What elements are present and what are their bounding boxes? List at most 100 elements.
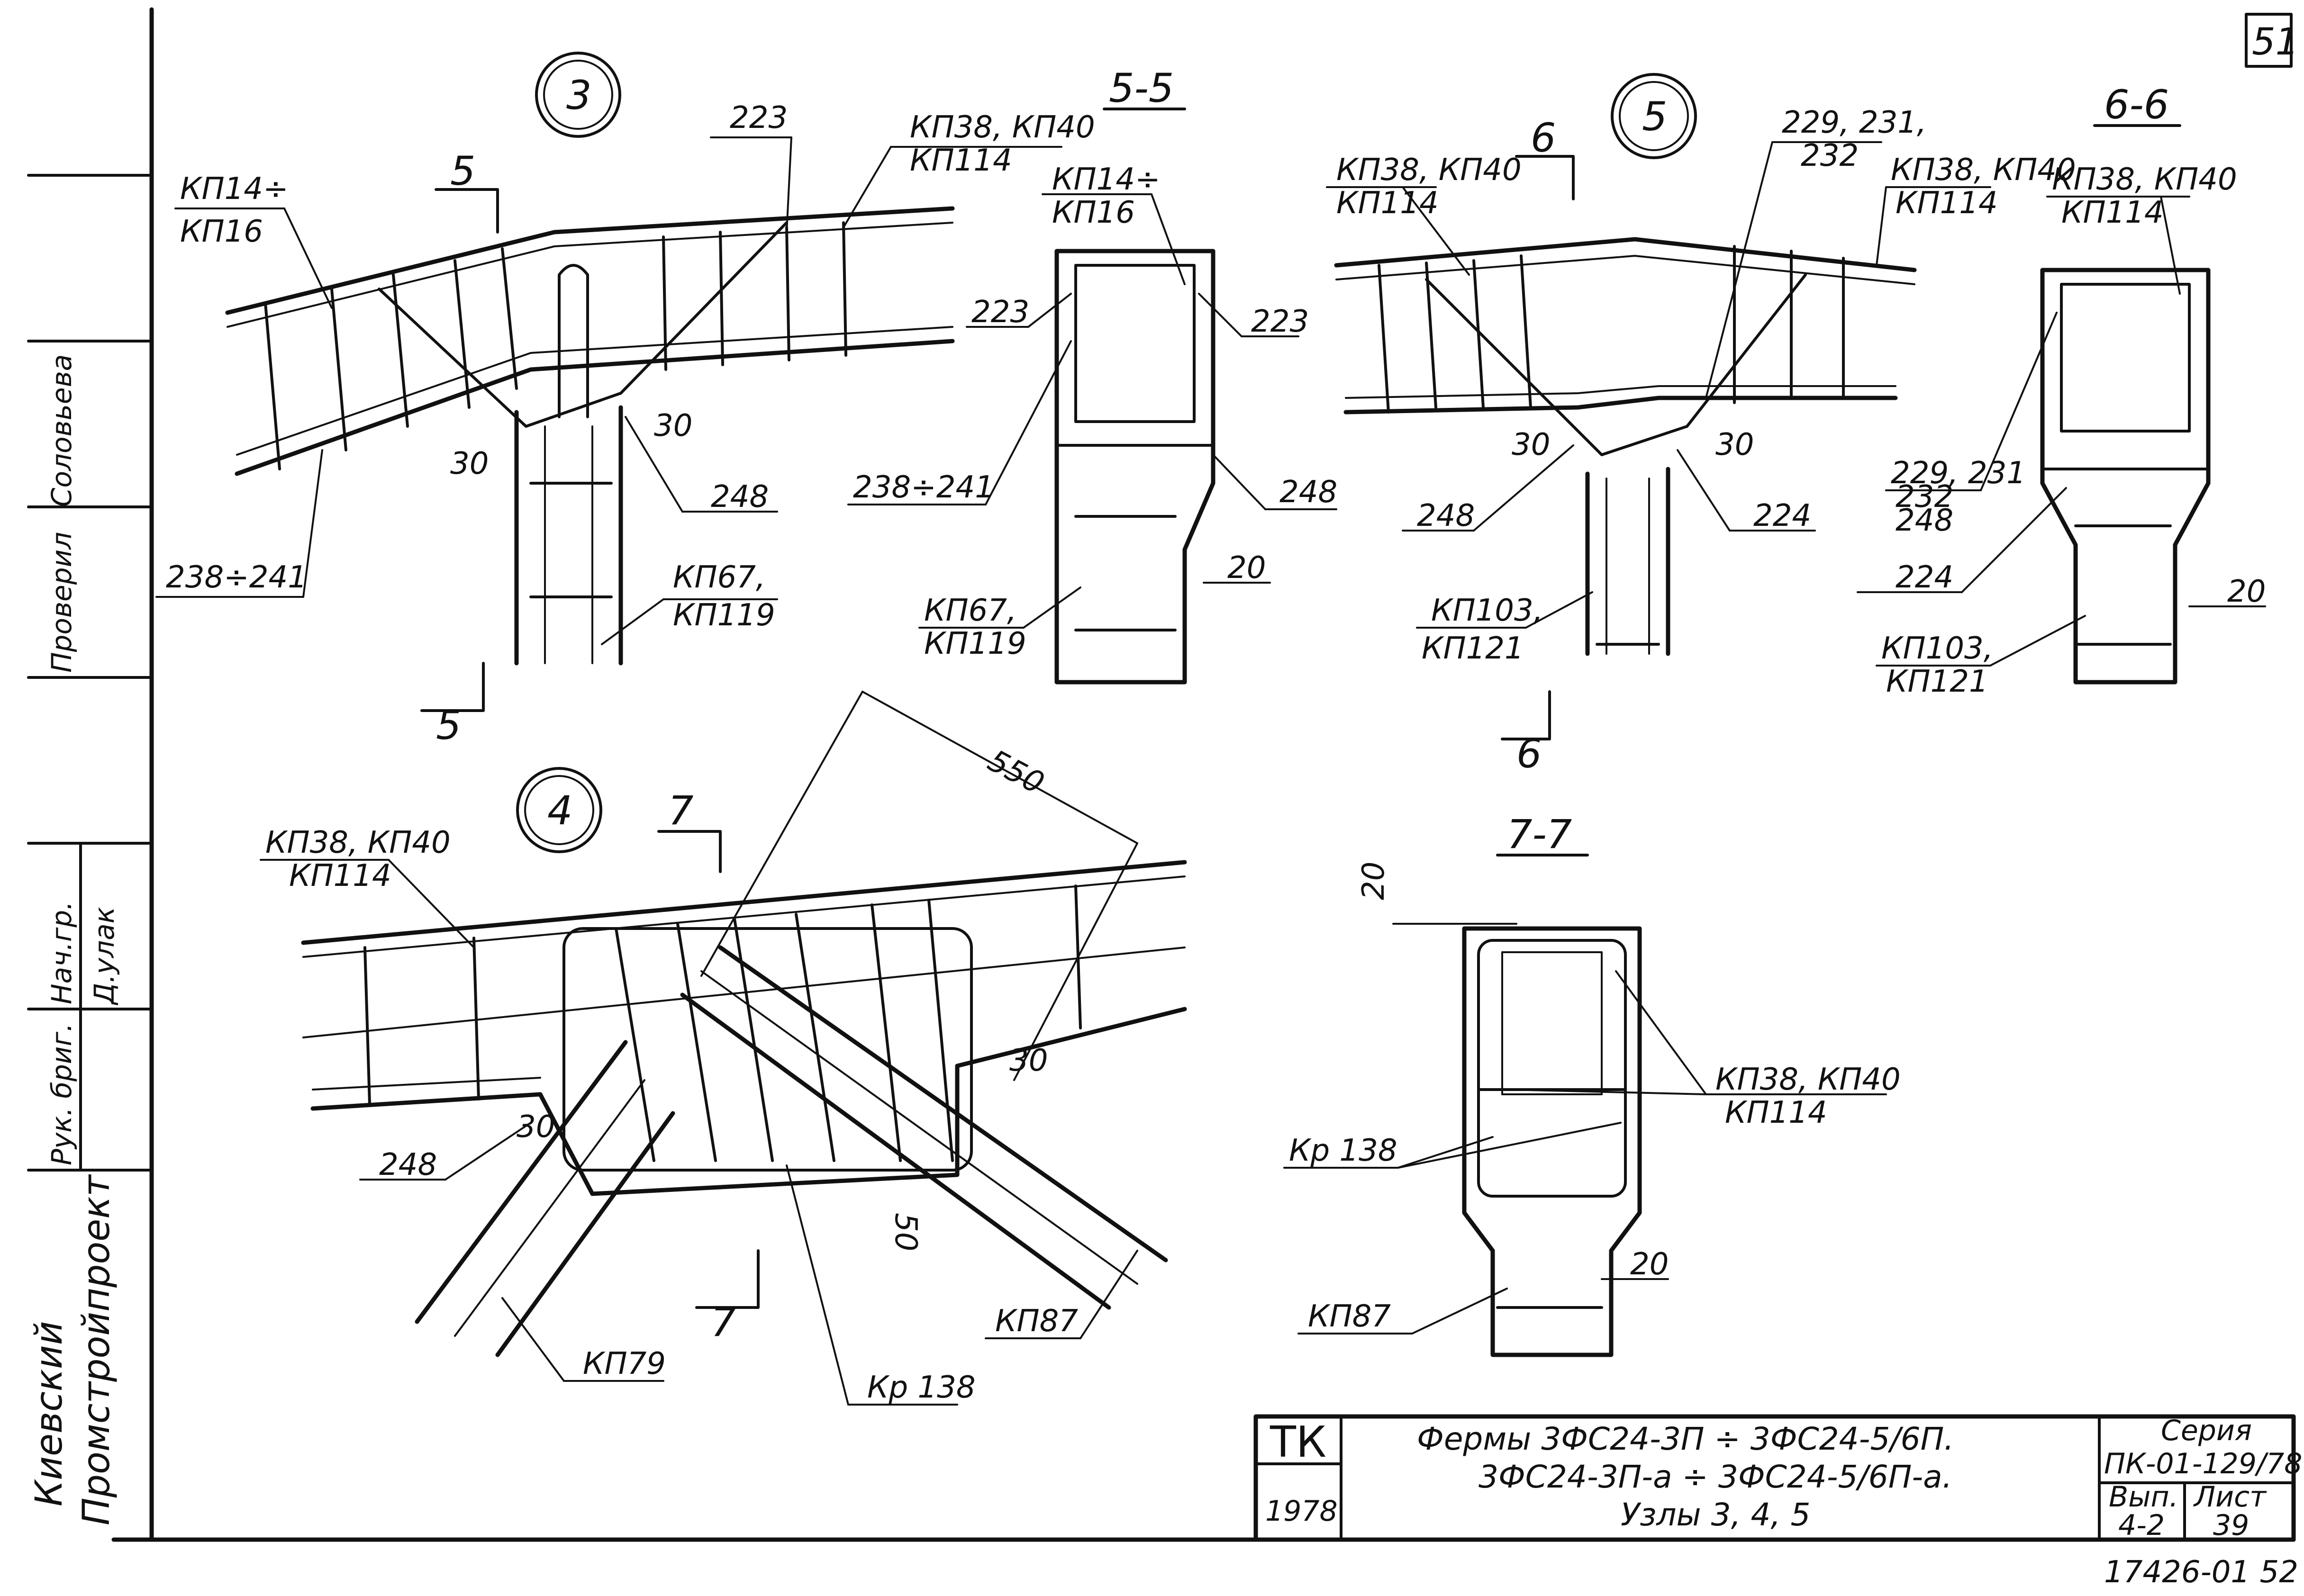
node5-label-kp121: КП121 [1422, 631, 1524, 666]
node4-label-kp79: КП79 [583, 1346, 666, 1381]
node5-label-229: 229, 231, [1782, 105, 1926, 140]
node3-cut-bottom: 5 [436, 702, 461, 748]
stamp-role-2: Проверил [45, 532, 78, 673]
node4-angle-left: 30 [517, 1109, 555, 1145]
s77-dim-20-top: 20 [1356, 862, 1391, 900]
node3-label-223: 223 [730, 100, 788, 135]
s55-label-223-left: 223 [971, 295, 1029, 330]
node-4: 4 550 50 КП38, КП40 КП114 248 [260, 691, 1187, 1406]
node-5-circle [1611, 73, 1697, 159]
section-7-7: 7-7 20 КП38, КП40 КП114 Кр 138 КП87 20 [1283, 811, 1901, 1357]
s66-label-kp38-b: КП38, КП40 [2052, 162, 2237, 197]
node3-label-238-241: 238÷241 [166, 560, 307, 595]
s77-label-20: 20 [1630, 1247, 1669, 1282]
org-line1: Киевский [28, 1321, 71, 1506]
title-year: 1978 [1265, 1495, 1338, 1528]
node4-label-kp38: КП38, КП40 [265, 825, 451, 860]
title-tk: ТК [1270, 1417, 1326, 1467]
node-4-circle [516, 767, 602, 853]
node5-label-224: 224 [1753, 498, 1811, 533]
section-5-5-title: 5-5 [1109, 65, 1174, 111]
node5-label-kp103: КП103, [1431, 593, 1543, 628]
s55-label-238-241: 238÷241 [853, 470, 994, 505]
s66-label-kp103: КП103, [1881, 631, 1993, 666]
s66-label-248: 248 [1896, 503, 1953, 538]
node3-label-kp67: КП67, [673, 560, 765, 595]
title-line2: 3ФС24-3П-а ÷ 3ФС24-5/6П-а. [1479, 1459, 1952, 1495]
s55-label-kp67: КП67, [924, 593, 1016, 628]
node3-label-kp16: КП16 [180, 214, 263, 249]
series-value: ПК-01-129/78 [2104, 1447, 2302, 1480]
section-6-6-title: 6-6 [2104, 81, 2169, 128]
s55-label-kp119: КП119 [924, 626, 1026, 661]
series-label: Серия [2161, 1414, 2252, 1447]
node3-label-kp114: КП114 [910, 143, 1012, 178]
s77-label-kp114: КП114 [1725, 1095, 1827, 1130]
node3-cut-top: 5 [450, 148, 475, 194]
node4-label-kr138: Кр 138 [867, 1370, 976, 1405]
s66-label-20: 20 [2227, 574, 2266, 609]
s66-label-kp38-a: КП38, КП40 [1891, 153, 2076, 188]
node-5-number: 5 [1642, 93, 1667, 140]
node3-angle-left: 30 [450, 446, 489, 481]
section-5-5: 5-5 КП14÷ КП16 223 223 238÷241 248 КП67,… [847, 65, 1337, 685]
node-4-number: 4 [547, 787, 572, 834]
title-line3: Узлы 3, 4, 5 [1621, 1497, 1810, 1533]
node5-angle-right: 30 [1715, 427, 1754, 462]
s66-label-224: 224 [1896, 560, 1953, 595]
node-3-circle [535, 52, 621, 138]
s55-label-kp16: КП16 [1052, 195, 1135, 230]
s77-label-kp87: КП87 [1308, 1299, 1391, 1334]
node-3: 3 КП14÷ КП16 223 КП38, КП40 КП [155, 52, 1095, 748]
node4-angle-right: 30 [1009, 1043, 1048, 1078]
section-7-7-title: 7-7 [1507, 811, 1572, 857]
node5-cut-top: 6 [1531, 115, 1556, 161]
issue-label: Вып. [2109, 1480, 2178, 1514]
sheet-label: Лист [2193, 1480, 2267, 1514]
node5-label-232: 232 [1801, 138, 1859, 173]
node3-label-kp119: КП119 [673, 598, 775, 633]
node5-angle-left: 30 [1512, 427, 1550, 462]
node4-dim-50: 50 [888, 1213, 923, 1251]
s66-label-kp121: КП121 [1886, 664, 1988, 699]
s55-label-kp14: КП14÷ [1052, 162, 1161, 197]
title-line1: Фермы 3ФС24-3П ÷ 3ФС24-5/6П. [1417, 1421, 1954, 1457]
stamp-name-0: Д.улак [88, 907, 120, 1006]
title-block: ТК 1978 Фермы 3ФС24-3П ÷ 3ФС24-5/6П. 3ФС… [1253, 1414, 2302, 1542]
sheet-number: 51 [2252, 21, 2299, 63]
node4-label-kp87: КП87 [995, 1304, 1078, 1339]
sheet-number-box [2245, 13, 2293, 68]
s66-label-232: 232 [1896, 479, 1953, 514]
s55-label-248: 248 [1279, 475, 1337, 510]
node4-label-248: 248 [379, 1147, 437, 1182]
s55-label-223-right: 223 [1251, 304, 1309, 339]
section-6-6: 6-6 КП38, КП40 КП114 КП38, КП40 КП114 22… [1857, 81, 2266, 699]
node5-label-kp38: КП38, КП40 [1336, 153, 1522, 188]
node3-label-kp38: КП38, КП40 [910, 110, 1095, 145]
s55-label-20: 20 [1227, 550, 1266, 586]
org-line2: Промстройпроект [75, 1174, 118, 1525]
node-5: 5 КП38, КП40 КП114 229, 231, 232 248 224… [1326, 73, 1926, 777]
issue-value: 4-2 [2118, 1509, 2165, 1542]
stamp-role-0: Рук. бриг. [45, 1023, 78, 1165]
stamp-name-1: Соловьева [45, 354, 78, 507]
node5-label-kp114: КП114 [1336, 186, 1439, 221]
node3-angle-right: 30 [654, 408, 692, 443]
node3-label-248: 248 [711, 479, 769, 514]
s66-label-229: 229, 231 [1891, 456, 2026, 491]
s66-label-kp114-b: КП114 [2061, 195, 2164, 230]
node5-cut-bottom: 6 [1516, 730, 1542, 777]
s66-label-kp114-a: КП114 [1896, 186, 1998, 221]
node-3-number: 3 [566, 72, 591, 118]
node4-dim-550: 550 [982, 743, 1050, 802]
node4-cut-top: 7 [668, 787, 693, 834]
left-stamp: Проверил Соловьева Нач.гр. Д.улак Рук. б… [27, 174, 153, 1525]
node5-label-248: 248 [1417, 498, 1475, 533]
bottom-number: 17426-01 52 [2104, 1555, 2298, 1590]
node3-label-kp14: КП14÷ [180, 171, 289, 207]
s77-label-kp38: КП38, КП40 [1715, 1062, 1901, 1097]
s77-label-kr138: Кр 138 [1289, 1133, 1397, 1168]
sheet-value: 39 [2213, 1509, 2249, 1542]
